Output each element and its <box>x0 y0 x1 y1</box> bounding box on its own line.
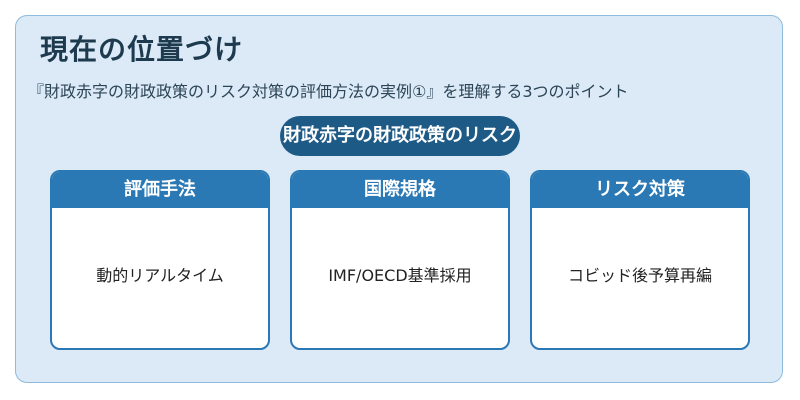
card-body: 動的リアルタイム <box>52 208 268 348</box>
card-body-text: IMF/OECD基準採用 <box>328 266 472 285</box>
card-header: 国際規格 <box>292 172 508 208</box>
card-body-text: コビッド後予算再編 <box>567 266 712 285</box>
point-card-international-standard: 国際規格 IMF/OECD基準採用 <box>290 170 510 350</box>
card-header: リスク対策 <box>532 172 748 208</box>
central-topic-pill: 財政赤字の財政政策のリスク <box>280 116 520 156</box>
card-body: コビッド後予算再編 <box>532 208 748 348</box>
page-title: 現在の位置づけ <box>40 33 244 66</box>
point-card-evaluation-method: 評価手法 動的リアルタイム <box>50 170 270 350</box>
point-card-risk-countermeasure: リスク対策 コビッド後予算再編 <box>530 170 750 350</box>
card-body-text: 動的リアルタイム <box>96 266 224 285</box>
page-subtitle: 『財政赤字の財政政策のリスク対策の評価方法の実例①』を理解する3つのポイント <box>28 82 629 101</box>
card-body: IMF/OECD基準採用 <box>292 208 508 348</box>
card-header: 評価手法 <box>52 172 268 208</box>
